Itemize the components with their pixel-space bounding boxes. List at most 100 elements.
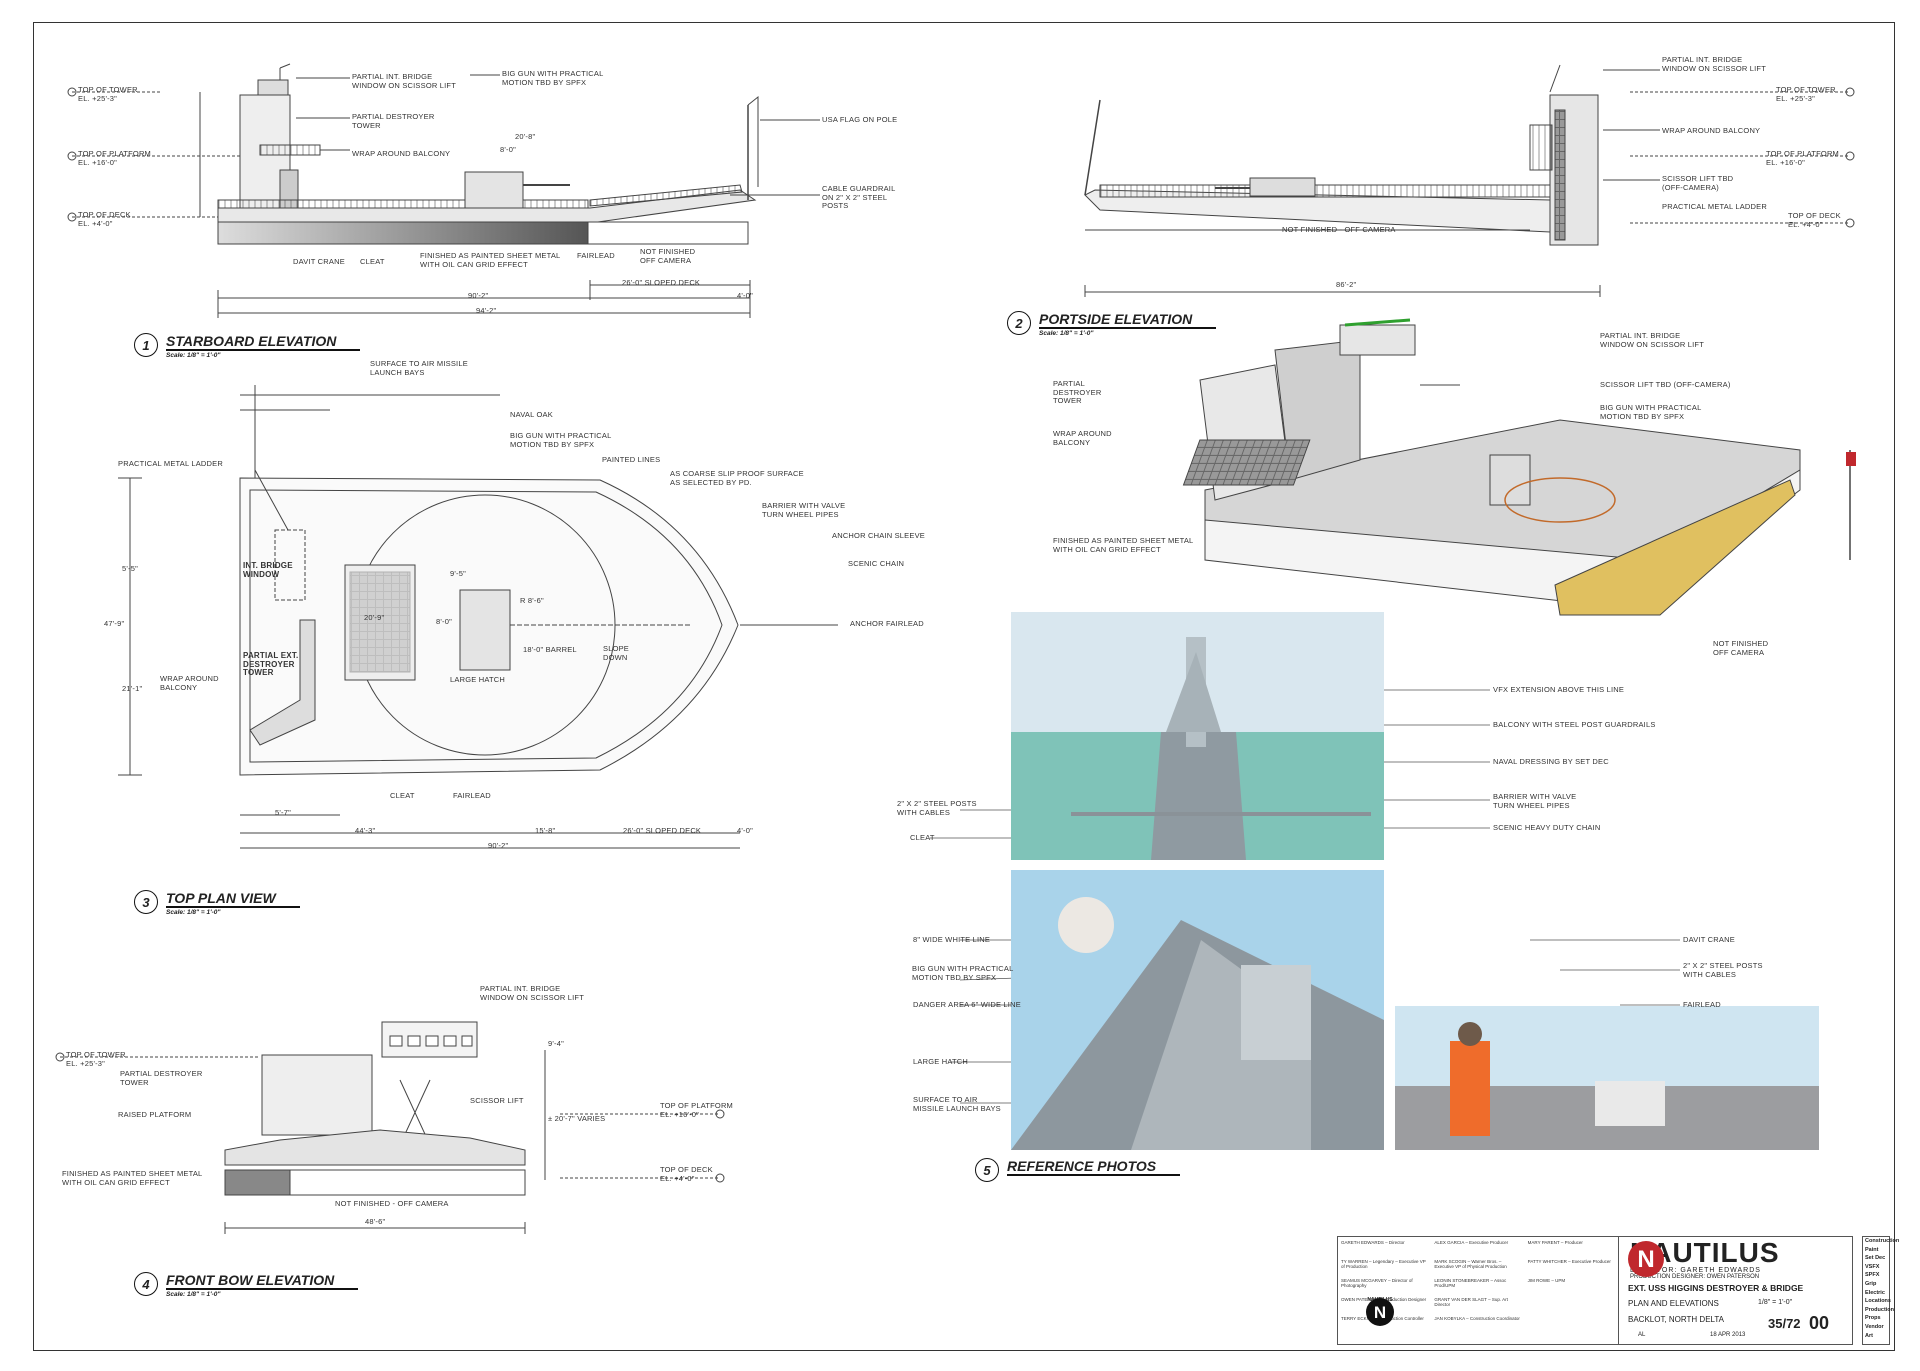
label-scenic-chain: SCENIC CHAIN [848,559,905,568]
dim-90-2: 90'-2" [468,291,489,300]
credit [1525,1294,1618,1313]
section-scale: Scale: 1/8" = 1'-0" [166,352,221,359]
label-big-gun: BIG GUN WITH PRACTICAL MOTION TBD BY SPF… [502,69,604,87]
label-danger-area: DANGER AREA 6" WIDE LINE [913,1000,1021,1009]
set-name: EXT. USS HIGGINS DESTROYER & BRIDGE [1628,1283,1804,1293]
dim-9-4: 9'-4" [548,1039,564,1048]
label-anchor-fairlead: ANCHOR FAIRLEAD [850,619,924,628]
label-scissor-lift: SCISSOR LIFT TBD (OFF-CAMERA) [1600,380,1731,389]
label-finished-sheet-metal: FINISHED AS PAINTED SHEET METAL WITH OIL… [62,1169,203,1187]
dim-varies: ± 20'-7" VARIES [548,1114,606,1123]
sheet-description: PLAN AND ELEVATIONS [1628,1299,1719,1308]
section-top-plan-view: 3 TOP PLAN VIEW Scale: 1/8" = 1'-0" [134,890,300,916]
dim-20-9: 20'-9" [364,613,385,622]
label-large-hatch: LARGE HATCH [450,675,505,684]
section-reference-photos: 5 REFERENCE PHOTOS [975,1158,1181,1182]
section-scale: Scale: 1/8" = 1'-0" [166,909,221,916]
label-not-finished: NOT FINISHED OFF CAMERA [1713,639,1769,657]
director: DIRECTOR: GARETH EDWARDS [1630,1266,1761,1274]
credit: MARK SCOGIN – Warner Bros. – Executive V… [1434,1259,1507,1269]
label-wrap-balcony: WRAP AROUND BALCONY [160,674,219,692]
dim-86-2: 86'-2" [1336,280,1357,289]
dim-94-2: 94'-2" [476,306,497,315]
dim-sloped-deck: 26'-0" SLOPED DECK [623,826,702,835]
drawing-frame [33,22,1895,1351]
credit: LEONIN STONEBREAKER – Assoc Prod/UPM [1434,1278,1507,1288]
label-cleat: CLEAT [360,257,385,266]
label-naval-dressing: NAVAL DRESSING BY SET DEC [1493,757,1609,766]
label-steel-posts: 2" X 2" STEEL POSTS WITH CABLES [1683,961,1763,979]
label-partial-ext-tower: PARTIAL EXT. DESTROYER TOWER [243,651,299,677]
credit: JAN KOBYLKA – Construction Coordinator [1434,1316,1520,1321]
label-bridge-window: PARTIAL INT. BRIDGE WINDOW ON SCISSOR LI… [480,984,584,1002]
label-destroyer-tower: PARTIAL DESTROYER TOWER [1053,379,1102,405]
dim-9-5: 9'-5" [450,569,466,578]
label-missile-bays: SURFACE TO AIR MISSILE LAUNCH BAYS [370,359,468,377]
label-cleat: CLEAT [910,833,935,842]
dim-21-1: 21'-1" [122,684,143,693]
dim-4-0: 4'-0" [737,291,753,300]
portside-elevation [1084,64,1855,297]
label-anchor-chain-sleeve: ANCHOR CHAIN SLEEVE [832,531,925,540]
label-metal-ladder: PRACTICAL METAL LADDER [118,459,223,468]
dim-8-0: 8'-0" [500,145,516,154]
label-radius: R 8'-6" [520,596,544,605]
section-number: 1 [134,333,158,357]
label-top-of-deck: TOP OF DECK EL. +4'-0" [660,1165,713,1183]
label-wrap-balcony: WRAP AROUND BALCONY [352,149,451,158]
label-big-gun: BIG GUN WITH PRACTICAL MOTION TBD BY SPF… [1600,403,1702,421]
label-wrap-balcony: WRAP AROUND BALCONY [1053,429,1112,447]
section-title: FRONT BOW ELEVATION [166,1272,359,1290]
date: 18 APR 2013 [1710,1332,1746,1338]
department-item: Construction [1865,1238,1900,1244]
nautilus-brand: N NAUTILUS DIRECTOR: GARETH EDWARDS PROD… [1626,1238,1822,1280]
label-big-gun: BIG GUN WITH PRACTICAL MOTION TBD BY SPF… [510,431,612,449]
dim-44-3: 44'-3" [355,826,376,835]
dim-90-2: 90'-2" [488,841,509,850]
reference-photo-sailor-fairlead [1395,1006,1819,1150]
label-metal-ladder: PRACTICAL METAL LADDER [1662,202,1767,211]
department-item: Vendor [1865,1323,1884,1330]
department-item: Production [1865,1306,1895,1313]
department-item: Locations [1865,1298,1891,1305]
label-fairlead: FAIRLEAD [453,791,491,800]
label-scissor-lift: SCISSOR LIFT TBD (OFF-CAMERA) [1662,174,1734,192]
section-title: STARBOARD ELEVATION [166,333,361,351]
section-front-bow-elevation: 4 FRONT BOW ELEVATION Scale: 1/8" = 1'-0… [134,1272,359,1298]
label-bridge-window: PARTIAL INT. BRIDGE WINDOW ON SCISSOR LI… [352,72,456,90]
nautilus-logo: N [1628,1241,1664,1277]
section-portside-elevation: 2 PORTSIDE ELEVATION Scale: 1/8" = 1'-0" [1007,311,1217,337]
isometric-view [1182,318,1856,616]
dim-5-5: 5'-5" [122,564,138,573]
section-scale: Scale: 1/8" = 1'-0" [166,1291,221,1298]
department-item: Electric [1865,1289,1885,1296]
label-cable-guardrail: CABLE GUARDRAIL ON 2" X 2" STEEL POSTS [822,184,896,210]
label-cleat: CLEAT [390,791,415,800]
label-barrel: 18'-0" BARREL [523,645,577,654]
credit: GARETH EDWARDS – Director [1341,1240,1405,1245]
section-title: REFERENCE PHOTOS [1007,1158,1181,1176]
label-barrier-valve: BARRIER WITH VALVE TURN WHEEL PIPES [762,501,846,519]
drawn-by: AL [1638,1332,1646,1338]
section-starboard-elevation: 1 STARBOARD ELEVATION Scale: 1/8" = 1'-0… [134,333,361,359]
nautilus-logo-small: N NAUTILUS [1363,1297,1397,1337]
section-number: 3 [134,890,158,914]
label-davit-crane: DAVIT CRANE [1683,935,1735,944]
label-top-of-tower: TOP OF TOWER EL. +25'-3" [78,85,138,103]
revision: 00 [1809,1313,1830,1333]
dim-4-0: 4'-0" [737,826,753,835]
label-naval-oak: NAVAL OAK [510,410,553,419]
label-top-of-deck: TOP OF DECK EL. +4'-0" [1788,211,1841,229]
dim-sloped-deck: 26'-0" SLOPED DECK [622,278,701,287]
label-finished-sheet-metal: FINISHED AS PAINTED SHEET METAL WITH OIL… [1053,536,1194,554]
credit [1525,1313,1618,1332]
label-steel-posts: 2" X 2" STEEL POSTS WITH CABLES [897,799,977,817]
label-wrap-balcony: WRAP AROUND BALCONY [1662,126,1761,135]
label-destroyer-tower: PARTIAL DESTROYER TOWER [120,1069,203,1087]
label-balcony-guardrails: BALCONY WITH STEEL POST GUARDRAILS [1493,720,1656,729]
svg-text:N: N [1374,1303,1386,1322]
production-designer: PRODUCTION DESIGNER: OWEN PATERSON [1630,1273,1760,1280]
